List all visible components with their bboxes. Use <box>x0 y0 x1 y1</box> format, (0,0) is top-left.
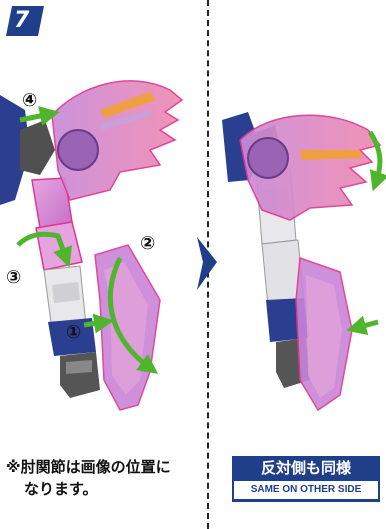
marker-4: ④ <box>22 90 37 111</box>
elbow-note: ※肘関節は画像の位置に なります。 <box>6 456 201 500</box>
caption-japanese: 反対側も同様 <box>232 458 380 478</box>
arrow-1 <box>84 322 104 325</box>
caption-english: SAME ON OTHER SIDE <box>234 481 378 499</box>
right-arm-assembled <box>222 112 380 410</box>
arrow-attach-shield <box>356 322 378 328</box>
marker-2: ② <box>140 233 155 254</box>
marker-3: ③ <box>6 267 21 288</box>
marker-1: ① <box>66 322 81 343</box>
next-step-chevron <box>197 237 217 290</box>
note-line-1: ※肘関節は画像の位置に <box>6 458 171 476</box>
note-line-2: なります。 <box>6 478 201 500</box>
